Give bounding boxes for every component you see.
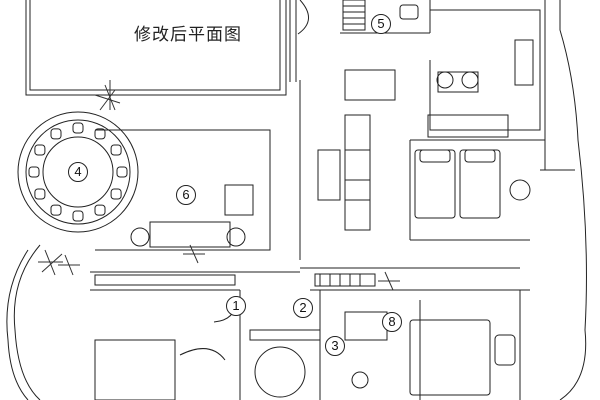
room-marker-4: 4 (68, 162, 88, 182)
dining-chair (116, 166, 128, 178)
dining-chair (34, 188, 46, 200)
dining-chair (94, 204, 106, 216)
plan-title: 修改后平面图 (134, 25, 242, 45)
room-marker-2: 2 (293, 298, 313, 318)
room-marker-8: 8 (382, 312, 402, 332)
dining-chair (34, 144, 46, 156)
dining-chair (110, 144, 122, 156)
dining-chair (72, 210, 84, 222)
room-marker-6: 6 (176, 185, 196, 205)
room-marker-3: 3 (325, 336, 345, 356)
dining-chair (94, 128, 106, 140)
room-marker-1: 1 (226, 296, 246, 316)
dining-chair (50, 128, 62, 140)
dining-chair (28, 166, 40, 178)
room-marker-5: 5 (371, 14, 391, 34)
dining-chair (50, 204, 62, 216)
dining-chair (72, 122, 84, 134)
dining-chair (110, 188, 122, 200)
